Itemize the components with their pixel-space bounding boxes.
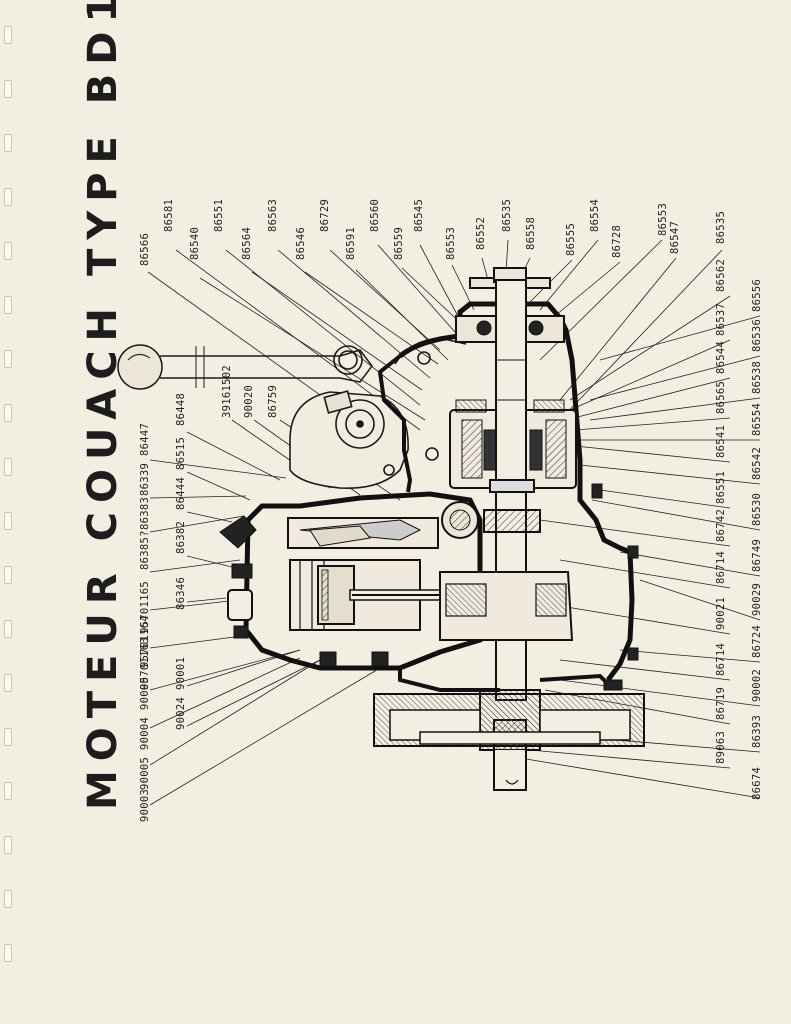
top-label: 86563 bbox=[267, 198, 279, 232]
top-label: 86554 bbox=[589, 198, 601, 232]
left2-label: 90024 bbox=[175, 696, 187, 730]
top-label: 86591 bbox=[345, 226, 357, 260]
right1-label: 86742 bbox=[715, 508, 727, 542]
right1-label: 86565 bbox=[715, 380, 727, 414]
top-label: 86547 bbox=[669, 220, 681, 254]
binder-hole bbox=[4, 620, 12, 638]
right2-label: 86530 bbox=[751, 492, 763, 526]
top-label: 86729 bbox=[319, 198, 331, 232]
right2-label: 86536 bbox=[751, 318, 763, 352]
top-label: 86535 bbox=[501, 198, 513, 232]
binder-hole bbox=[4, 458, 12, 476]
inner-label: 86759 bbox=[267, 384, 279, 418]
top-label: 86553 bbox=[445, 226, 457, 260]
right2-label: 86556 bbox=[751, 278, 763, 312]
right2-label: 86542 bbox=[751, 446, 763, 480]
right1-label: 89063 bbox=[715, 730, 727, 764]
right1-label: 86544 bbox=[715, 340, 727, 374]
top-label: 86728 bbox=[611, 224, 623, 258]
binder-hole bbox=[4, 512, 12, 530]
left2-label: 86448 bbox=[175, 392, 187, 426]
lower-housing bbox=[373, 483, 645, 747]
magneto-assembly bbox=[289, 337, 467, 489]
right1-label: 86714 bbox=[715, 642, 727, 676]
left1-label: 86383 bbox=[139, 496, 151, 530]
left1-label: 90004 bbox=[139, 716, 151, 750]
top-label: 86553 bbox=[657, 202, 669, 236]
binder-hole bbox=[4, 944, 12, 962]
left1-label: 86385? bbox=[139, 530, 151, 570]
binder-hole bbox=[4, 242, 12, 260]
top-label: 86559 bbox=[393, 226, 405, 260]
top-label: 86552 bbox=[475, 216, 487, 250]
binder-hole bbox=[4, 674, 12, 692]
binder-hole bbox=[4, 836, 12, 854]
top-label: 86566 bbox=[139, 232, 151, 266]
top-label: 86560 bbox=[369, 198, 381, 232]
right2-label: 86393 bbox=[751, 714, 763, 748]
binder-hole bbox=[4, 782, 12, 800]
left2-label: 86382 bbox=[175, 520, 187, 554]
right2-label: 86749 bbox=[751, 538, 763, 572]
left1-label: 90000 bbox=[139, 676, 151, 710]
binder-hole bbox=[4, 350, 12, 368]
left1-label: 90003 bbox=[139, 788, 151, 822]
binder-hole bbox=[4, 890, 12, 908]
left1-label: 86447 bbox=[139, 422, 151, 456]
inner-label: 90020 bbox=[243, 384, 255, 418]
top-label: 86558 bbox=[525, 216, 537, 250]
right1-label: 90021 bbox=[715, 596, 727, 630]
left2-label: 86444 bbox=[175, 476, 187, 510]
binder-hole bbox=[4, 134, 12, 152]
binder-hole bbox=[4, 566, 12, 584]
binder-hole bbox=[4, 26, 12, 44]
right1-label: 86537 bbox=[715, 302, 727, 336]
left1-label: 86339 bbox=[139, 462, 151, 496]
top-label: 86535 bbox=[715, 210, 727, 244]
left2-label: 86346 bbox=[175, 576, 187, 610]
right1-label: 86719 bbox=[715, 686, 727, 720]
top-label: 86540 bbox=[189, 226, 201, 260]
binder-hole bbox=[4, 80, 12, 98]
throttle-lever bbox=[117, 344, 373, 390]
cylinder-block bbox=[219, 491, 574, 671]
inner-label: 39161502 bbox=[221, 365, 233, 418]
top-label: 86581 bbox=[163, 198, 175, 232]
left2-label: 86515 bbox=[175, 436, 187, 470]
right1-label: 86551 bbox=[715, 470, 727, 504]
right2-label: 90002 bbox=[751, 668, 763, 702]
right2-label: 86554 bbox=[751, 402, 763, 436]
left1-label: 90005 bbox=[139, 756, 151, 790]
top-label: 86551 bbox=[213, 198, 225, 232]
left2-label: 90001 bbox=[175, 656, 187, 690]
right2-label: 90029 bbox=[751, 582, 763, 616]
top-label: 86545 bbox=[413, 198, 425, 232]
top-label: 86546 bbox=[295, 226, 307, 260]
right2-label: 86674 bbox=[751, 766, 763, 800]
right1-label: 86714 bbox=[715, 550, 727, 584]
binder-hole bbox=[4, 188, 12, 206]
top-label: 86555 bbox=[565, 222, 577, 256]
right2-label: 86724 bbox=[751, 624, 763, 658]
binder-hole bbox=[4, 404, 12, 422]
right1-label: 86541 bbox=[715, 424, 727, 458]
right2-label: 86538 bbox=[751, 360, 763, 394]
top-label: 86564 bbox=[241, 226, 253, 260]
right1-label: 86562 bbox=[715, 258, 727, 292]
binder-hole bbox=[4, 728, 12, 746]
binder-hole bbox=[4, 296, 12, 314]
